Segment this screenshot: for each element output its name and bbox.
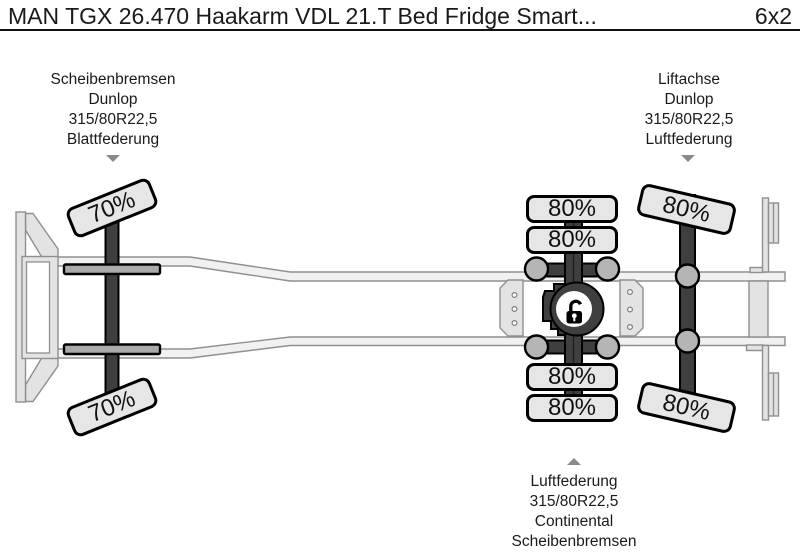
rear-notch-bottom: [745, 344, 764, 352]
drive-axle-label-line: Continental: [534, 513, 614, 530]
diff-lock-open-padlock-icon: [566, 299, 582, 324]
drive-axle-label-line: 315/80R22,5: [529, 493, 619, 510]
lift-axle-label-line: Luftfederung: [645, 131, 733, 148]
lift-axle-label-line: Liftachse: [657, 71, 721, 88]
front-bumper-wing-top: [24, 212, 59, 259]
air-bag: [523, 256, 550, 282]
drive-axle-label-line: Luftfederung: [530, 473, 618, 490]
front-axle-label-line: 315/80R22,5: [68, 111, 158, 128]
air-bag: [523, 334, 550, 360]
rear-crossmember: [748, 280, 769, 338]
tread-percentage: 80%: [547, 195, 597, 222]
rivet-hole: [626, 306, 633, 313]
rivet-hole: [626, 324, 633, 331]
axle-configuration-badge: 6x2: [754, 3, 792, 29]
tire-drive-top-outer: 80%: [526, 195, 618, 223]
arrow-up-icon: [567, 458, 581, 465]
rear-notch-top: [749, 266, 764, 274]
air-bag: [594, 334, 621, 360]
tread-percentage: 80%: [547, 394, 597, 421]
tread-percentage: 80%: [547, 225, 597, 253]
lift-axle-label-line: 315/80R22,5: [644, 111, 734, 128]
drive-axle-label-line: Scheibenbremsen: [511, 533, 637, 550]
drive-axle-label: Luftfederung 315/80R22,5 Continental Sch…: [464, 472, 684, 552]
arrow-down-icon: [105, 155, 120, 162]
air-bag: [594, 256, 621, 282]
header-divider: [0, 29, 800, 31]
leaf-spring-top: [62, 263, 162, 276]
front-crossmember-inner: [25, 261, 51, 354]
front-bumper-wing-bottom: [24, 356, 59, 403]
front-axle-label-line: Dunlop: [88, 91, 138, 108]
lift-axle-label: Liftachse Dunlop 315/80R22,5 Luftfederun…: [579, 70, 799, 150]
rivet-hole: [626, 289, 633, 296]
lift-axle-label-line: Dunlop: [664, 91, 714, 108]
bogie-bracket-left: [499, 279, 524, 337]
rear-post-bottom: [761, 344, 770, 421]
tread-percentage: 80%: [659, 388, 713, 426]
tire-drive-bottom-inner: 80%: [526, 362, 618, 391]
front-axle: [104, 195, 120, 418]
rivet-hole: [511, 292, 518, 299]
tread-percentage: 80%: [547, 362, 597, 390]
rivet-hole: [511, 320, 518, 327]
rivet-hole: [511, 306, 518, 313]
front-axle-label-line: Scheibenbremsen: [50, 71, 176, 88]
rear-post-top: [761, 197, 770, 273]
tire-drive-bottom-outer: 80%: [526, 394, 618, 422]
air-bag: [674, 328, 701, 354]
diff-lock-badge: [556, 291, 592, 327]
air-bag: [674, 263, 701, 289]
leaf-spring-bottom: [62, 343, 162, 356]
lift-axle: [679, 194, 696, 417]
page-title: MAN TGX 26.470 Haakarm VDL 21.T Bed Frid…: [8, 3, 597, 29]
front-axle-label-line: Blattfederung: [66, 131, 160, 148]
front-axle-label: Scheibenbremsen Dunlop 315/80R22,5 Blatt…: [3, 70, 223, 150]
tread-percentage: 80%: [659, 190, 713, 228]
tire-drive-top-inner: 80%: [526, 225, 618, 254]
arrow-down-icon: [680, 155, 695, 162]
